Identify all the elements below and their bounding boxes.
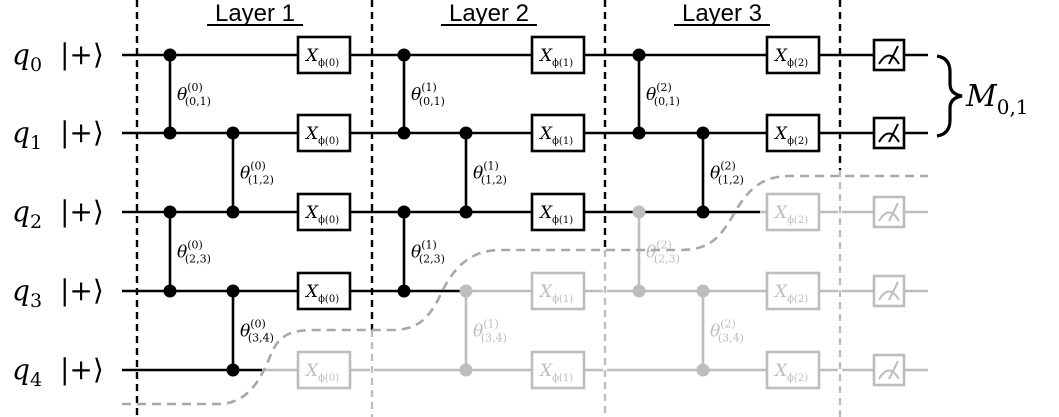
measure-arc-q0 — [878, 54, 900, 65]
theta-label-L1-q1q2: θ(1)(1,2) — [473, 160, 507, 187]
theta-label-L0-q1q2: θ(0)(1,2) — [240, 160, 274, 187]
x-gate-L2-q3 — [765, 271, 821, 311]
measure-arc-q4 — [878, 369, 900, 380]
qubit-state-q1: |+⟩ — [60, 116, 104, 149]
cz-dot-L2-q3 — [696, 284, 710, 298]
x-gate-label-L0-q2: Xϕ(0) — [304, 203, 339, 226]
x-gate-label-L2-q3: Xϕ(2) — [773, 282, 808, 305]
measure-needle-q1 — [888, 123, 899, 143]
theta-label-L2-q2q3: θ(2)(2,3) — [646, 239, 680, 266]
qubit-state-q3: |+⟩ — [60, 274, 104, 307]
x-gate-label-L2-q4: Xϕ(2) — [773, 361, 808, 384]
cz-dot-L0-q3 — [226, 284, 240, 298]
theta-label-L0-q0q1: θ(0)(0,1) — [177, 81, 211, 108]
x-gate-label-L0-q0: Xϕ(0) — [304, 46, 339, 69]
measure-box-q1 — [872, 116, 906, 150]
x-gate-L2-q2 — [765, 192, 821, 232]
cz-dot-L2-q0 — [632, 48, 646, 62]
x-gate-L2-q1 — [765, 113, 821, 153]
x-gate-L2-q0 — [765, 35, 821, 75]
cz-dot-L0-q3 — [163, 284, 177, 298]
qubit-state-q2: |+⟩ — [60, 195, 104, 228]
measurement-brace — [936, 54, 963, 138]
cz-dot-L2-q2 — [696, 205, 710, 219]
cz-dot-L1-q4 — [459, 363, 473, 377]
measure-arc-q2 — [878, 211, 900, 222]
cz-dot-L1-q0 — [397, 48, 411, 62]
x-gate-L0-q2 — [296, 192, 352, 232]
qubit-label-q0: q0 — [12, 38, 42, 76]
x-gate-label-L0-q1: Xϕ(0) — [304, 124, 339, 147]
x-gate-L0-q3 — [296, 271, 352, 311]
cz-dot-L1-q1 — [397, 126, 411, 140]
x-gate-L2-q4 — [765, 350, 821, 390]
x-gate-label-L1-q1: Xϕ(1) — [538, 124, 573, 147]
theta-label-L0-q2q3: θ(0)(2,3) — [177, 239, 211, 266]
measure-needle-q0 — [888, 45, 899, 65]
x-gate-label-L2-q1: Xϕ(2) — [773, 124, 808, 147]
cz-dot-L2-q2 — [632, 205, 646, 219]
x-gate-L1-q1 — [530, 113, 586, 153]
theta-label-L0-q3q4: θ(0)(3,4) — [240, 318, 274, 345]
measure-needle-q3 — [888, 281, 899, 301]
theta-label-L1-q2q3: θ(1)(2,3) — [411, 239, 445, 266]
cz-dot-L1-q2 — [459, 205, 473, 219]
cz-dot-L1-q3 — [459, 284, 473, 298]
layer-label-2: Layer 2 — [449, 0, 529, 27]
qubit-state-q4: |+⟩ — [60, 353, 104, 386]
cz-dot-L1-q1 — [459, 126, 473, 140]
x-gate-L0-q4 — [296, 350, 352, 390]
x-gate-label-L0-q3: Xϕ(0) — [304, 282, 339, 305]
measure-arc-q3 — [878, 290, 900, 301]
x-gate-L0-q1 — [296, 113, 352, 153]
x-gate-L0-q0 — [296, 35, 352, 75]
layer-label-1: Layer 1 — [215, 0, 295, 27]
x-gate-L1-q3 — [530, 271, 586, 311]
x-gate-L1-q0 — [530, 35, 586, 75]
qubit-state-q0: |+⟩ — [60, 38, 104, 71]
theta-label-L1-q0q1: θ(1)(0,1) — [411, 81, 445, 108]
measure-arc-q1 — [878, 132, 900, 143]
qubit-label-q2: q2 — [12, 195, 42, 233]
measurement-label: M0,1 — [965, 79, 1029, 119]
theta-label-L2-q1q2: θ(2)(1,2) — [710, 160, 744, 187]
cz-dot-L2-q1 — [632, 126, 646, 140]
x-gate-label-L1-q0: Xϕ(1) — [538, 46, 573, 69]
cz-dot-L2-q1 — [696, 126, 710, 140]
cz-dot-L0-q2 — [226, 205, 240, 219]
qubit-label-q1: q1 — [12, 116, 42, 154]
theta-label-L2-q0q1: θ(2)(0,1) — [646, 81, 680, 108]
x-gate-label-L2-q2: Xϕ(2) — [773, 203, 808, 226]
cz-dot-L0-q1 — [163, 126, 177, 140]
layer-label-3: Layer 3 — [682, 0, 762, 27]
cz-dot-L2-q4 — [696, 363, 710, 377]
x-gate-label-L0-q4: Xϕ(0) — [304, 361, 339, 384]
cz-dot-L1-q2 — [397, 205, 411, 219]
x-gate-label-L1-q2: Xϕ(1) — [538, 203, 573, 226]
x-gate-L1-q4 — [530, 350, 586, 390]
qubit-label-q3: q3 — [12, 274, 42, 312]
x-gate-L1-q2 — [530, 192, 586, 232]
cz-dot-L1-q3 — [397, 284, 411, 298]
light-cone-boundary — [122, 174, 928, 406]
theta-label-L2-q3q4: θ(2)(3,4) — [710, 318, 744, 345]
x-gate-label-L1-q4: Xϕ(1) — [538, 361, 573, 384]
x-gate-label-L2-q0: Xϕ(2) — [773, 46, 808, 69]
cz-dot-L0-q4 — [226, 363, 240, 377]
qubit-label-q4: q4 — [12, 353, 42, 391]
measure-needle-q4 — [888, 360, 899, 380]
cz-dot-L0-q1 — [226, 126, 240, 140]
cz-dot-L0-q2 — [163, 205, 177, 219]
theta-label-L1-q3q4: θ(1)(3,4) — [473, 318, 507, 345]
cz-dot-L0-q0 — [163, 48, 177, 62]
measure-needle-q2 — [888, 202, 899, 222]
cz-dot-L2-q3 — [632, 284, 646, 298]
x-gate-label-L1-q3: Xϕ(1) — [538, 282, 573, 305]
